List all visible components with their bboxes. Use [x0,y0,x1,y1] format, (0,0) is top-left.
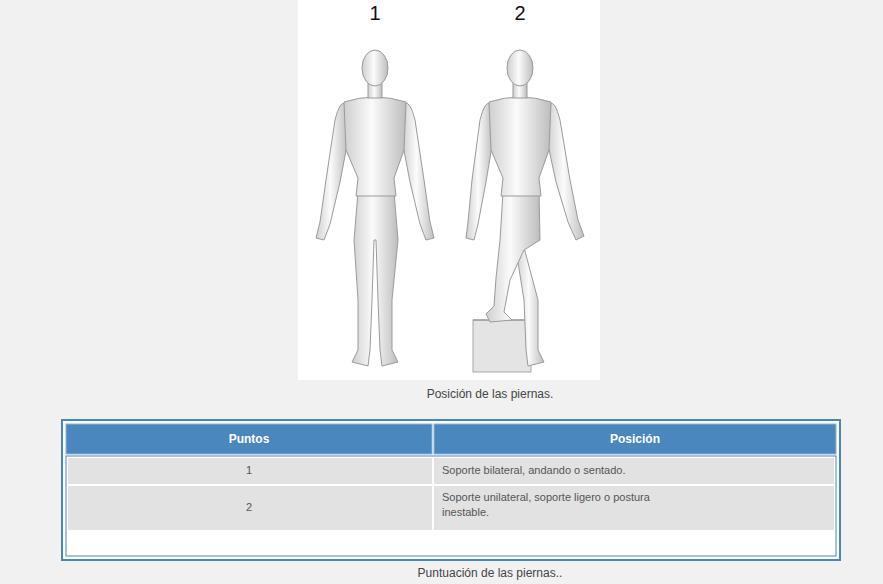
mannequin-standing [316,50,434,366]
figure-number: 1 [355,0,395,27]
table-frame [62,420,840,560]
table-cell: Soporte bilateral, andando o sentado. [442,463,830,478]
image-panel [298,0,600,380]
table-cell: 2 [68,500,430,515]
table-body-frame [66,456,836,556]
mannequin-one-leg [466,50,584,366]
header-cell [434,424,836,454]
row-cell [68,458,432,484]
table-caption: Puntuación de las piernas.. [300,565,680,581]
step-box [473,320,531,372]
figure-number: 2 [500,0,540,27]
row-cell [434,458,834,484]
table-cell: Soporte unilateral, soporte ligero o pos… [442,490,697,520]
row-cell [68,486,432,530]
table-cell: 1 [68,463,430,478]
row-cell [434,486,834,530]
column-header: Puntos [68,431,430,447]
header-cell [66,424,432,454]
column-header: Posición [436,431,834,447]
figure-caption: Posición de las piernas. [300,386,680,402]
